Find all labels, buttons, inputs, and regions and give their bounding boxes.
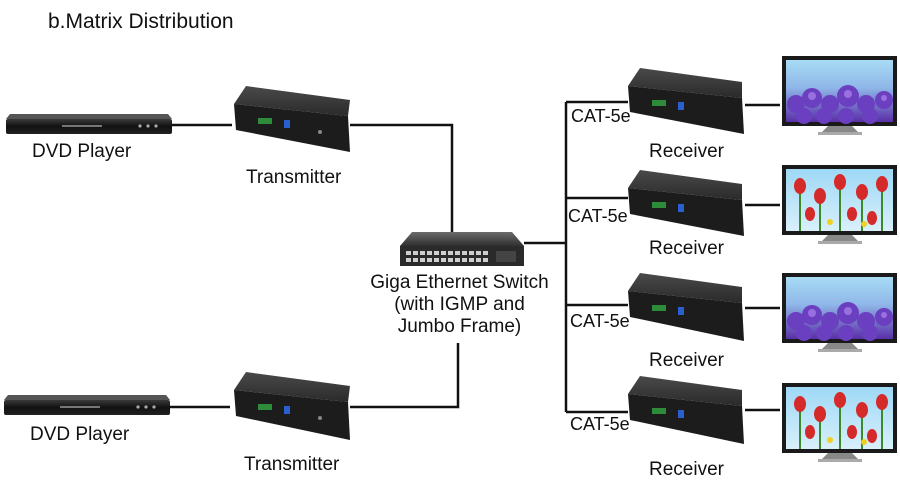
- connection-lines: [170, 100, 780, 414]
- cable-label-2: CAT-5e: [568, 206, 628, 226]
- switch-label-line-2: (with IGMP and: [394, 294, 525, 315]
- diagram-title: b.Matrix Distribution: [48, 10, 234, 33]
- receiver-1-icon: [628, 68, 744, 134]
- transmitter-2-label: Transmitter: [244, 454, 340, 475]
- transmitter-2-icon: [234, 372, 350, 440]
- receiver-3-label: Receiver: [649, 350, 724, 371]
- transmitter-1-icon: [234, 86, 350, 152]
- cable-label-1: CAT-5e: [571, 106, 631, 126]
- transmitter-1-label: Transmitter: [246, 167, 342, 188]
- cable-label-3: CAT-5e: [570, 311, 630, 331]
- dvd-player-1-icon: [6, 114, 172, 134]
- tx2-to-switch-cable: [350, 343, 460, 409]
- receiver-4-label: Receiver: [649, 459, 724, 480]
- tv-4-red-tulips-icon: [782, 383, 897, 462]
- receiver-2-icon: [628, 170, 744, 236]
- cable-label-4: CAT-5e: [570, 414, 630, 434]
- receiver-2-label: Receiver: [649, 238, 724, 259]
- tv-1-purple-flowers-icon: [782, 56, 897, 135]
- switch-label-line-3: Jumbo Frame): [397, 316, 522, 337]
- dvd-player-2-icon: [4, 395, 170, 415]
- switch-label: Giga Ethernet Switch (with IGMP and Jumb…: [352, 272, 567, 338]
- ethernet-switch-icon: [400, 232, 524, 266]
- dvd-player-2-label: DVD Player: [30, 424, 130, 445]
- dvd-player-1-label: DVD Player: [32, 141, 132, 162]
- switch-label-line-1: Giga Ethernet Switch: [370, 272, 549, 293]
- tv-2-red-tulips-icon: [782, 165, 897, 244]
- receiver-3-icon: [628, 273, 744, 341]
- receiver-4-icon: [628, 376, 744, 444]
- receiver-1-label: Receiver: [649, 141, 724, 162]
- tx1-to-switch-cable: [350, 123, 454, 237]
- tv-3-purple-flowers-icon: [782, 273, 897, 352]
